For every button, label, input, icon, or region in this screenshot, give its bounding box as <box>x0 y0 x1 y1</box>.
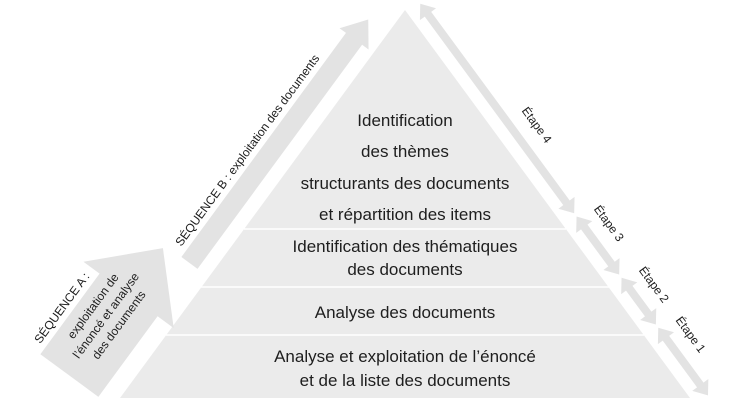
level-4-text: Identification des thèmes structurants d… <box>301 111 510 224</box>
pyramid <box>120 10 690 398</box>
level-1-line: Analyse et exploitation de l’énoncé <box>274 347 536 366</box>
level-3-line: Identification des thématiques <box>293 237 518 256</box>
level-3-text: Identification des thématiques des docum… <box>293 237 518 279</box>
level-1-line: et de la liste des documents <box>300 371 511 390</box>
level-1-text: Analyse et exploitation de l’énoncé et d… <box>274 347 536 390</box>
step-arrow <box>621 277 657 325</box>
level-2-text: Analyse des documents <box>315 303 496 322</box>
sequence-b-arrow <box>181 19 369 269</box>
step-arrow <box>576 216 620 275</box>
level-4-line: et répartition des items <box>319 205 491 224</box>
level-4-line: des thèmes <box>361 142 449 161</box>
sequence-a-arrow <box>40 248 174 397</box>
level-4-line: structurants des documents <box>301 174 510 193</box>
level-3-line: des documents <box>347 260 462 279</box>
step-arrow <box>657 327 709 396</box>
level-4-line: Identification <box>357 111 452 130</box>
step-arrow <box>419 3 575 214</box>
